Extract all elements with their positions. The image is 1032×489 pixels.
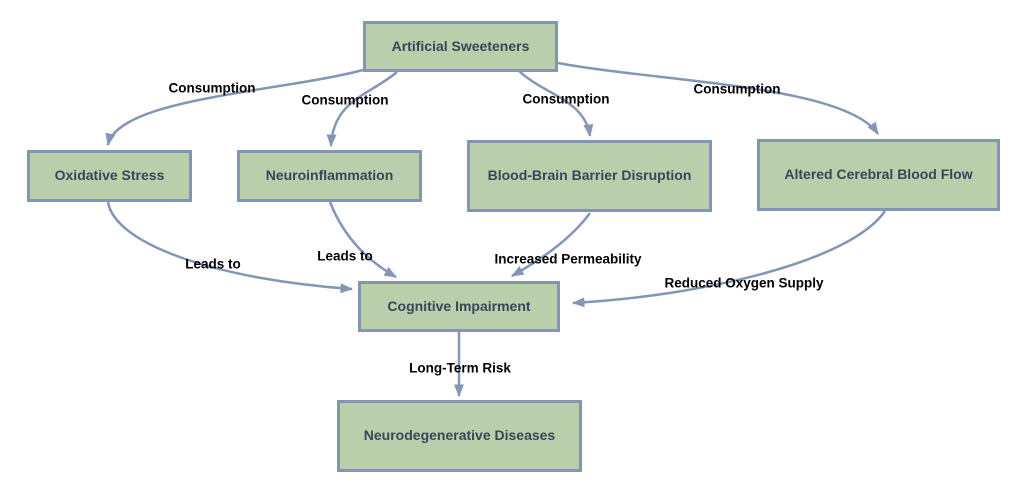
edge-label-consumption-2: Consumption bbox=[301, 92, 389, 108]
node-oxidative-stress: Oxidative Stress bbox=[27, 150, 192, 202]
arrow-altered-cbf-to-cognitive bbox=[572, 210, 887, 308]
edge-label-leads-to-1: Leads to bbox=[185, 256, 241, 272]
node-cognitive-impairment: Cognitive Impairment bbox=[358, 281, 560, 332]
arrow-neuroinflammation-to-cognitive bbox=[328, 201, 397, 279]
edge-label-long-term-risk: Long-Term Risk bbox=[409, 360, 511, 376]
arrow-sweeteners-to-bbb-disruption bbox=[518, 70, 594, 137]
node-neurodegenerative-diseases: Neurodegenerative Diseases bbox=[337, 400, 582, 472]
arrow-bbb-disruption-to-cognitive bbox=[511, 212, 592, 278]
edge-label-leads-to-2: Leads to bbox=[317, 248, 373, 264]
arrow-oxidative-stress-to-cognitive bbox=[106, 201, 353, 294]
node-neuroinflammation: Neuroinflammation bbox=[237, 150, 422, 202]
edge-label-consumption-3: Consumption bbox=[522, 91, 610, 107]
node-altered-cerebral-blood-flow: Altered Cerebral Blood Flow bbox=[757, 139, 1000, 211]
node-artificial-sweeteners: Artificial Sweeteners bbox=[363, 21, 558, 72]
arrow-sweeteners-to-altered-cbf bbox=[557, 61, 880, 135]
arrow-sweeteners-to-oxidative-stress bbox=[105, 68, 364, 146]
node-blood-brain-barrier-disruption: Blood-Brain Barrier Disruption bbox=[467, 140, 712, 212]
edge-label-consumption-1: Consumption bbox=[168, 80, 256, 96]
edge-label-increased-permeability: Increased Permeability bbox=[494, 251, 642, 267]
arrow-sweeteners-to-neuroinflammation bbox=[326, 71, 398, 147]
edge-label-reduced-oxygen-supply: Reduced Oxygen Supply bbox=[664, 275, 824, 291]
edge-label-consumption-4: Consumption bbox=[693, 81, 781, 97]
